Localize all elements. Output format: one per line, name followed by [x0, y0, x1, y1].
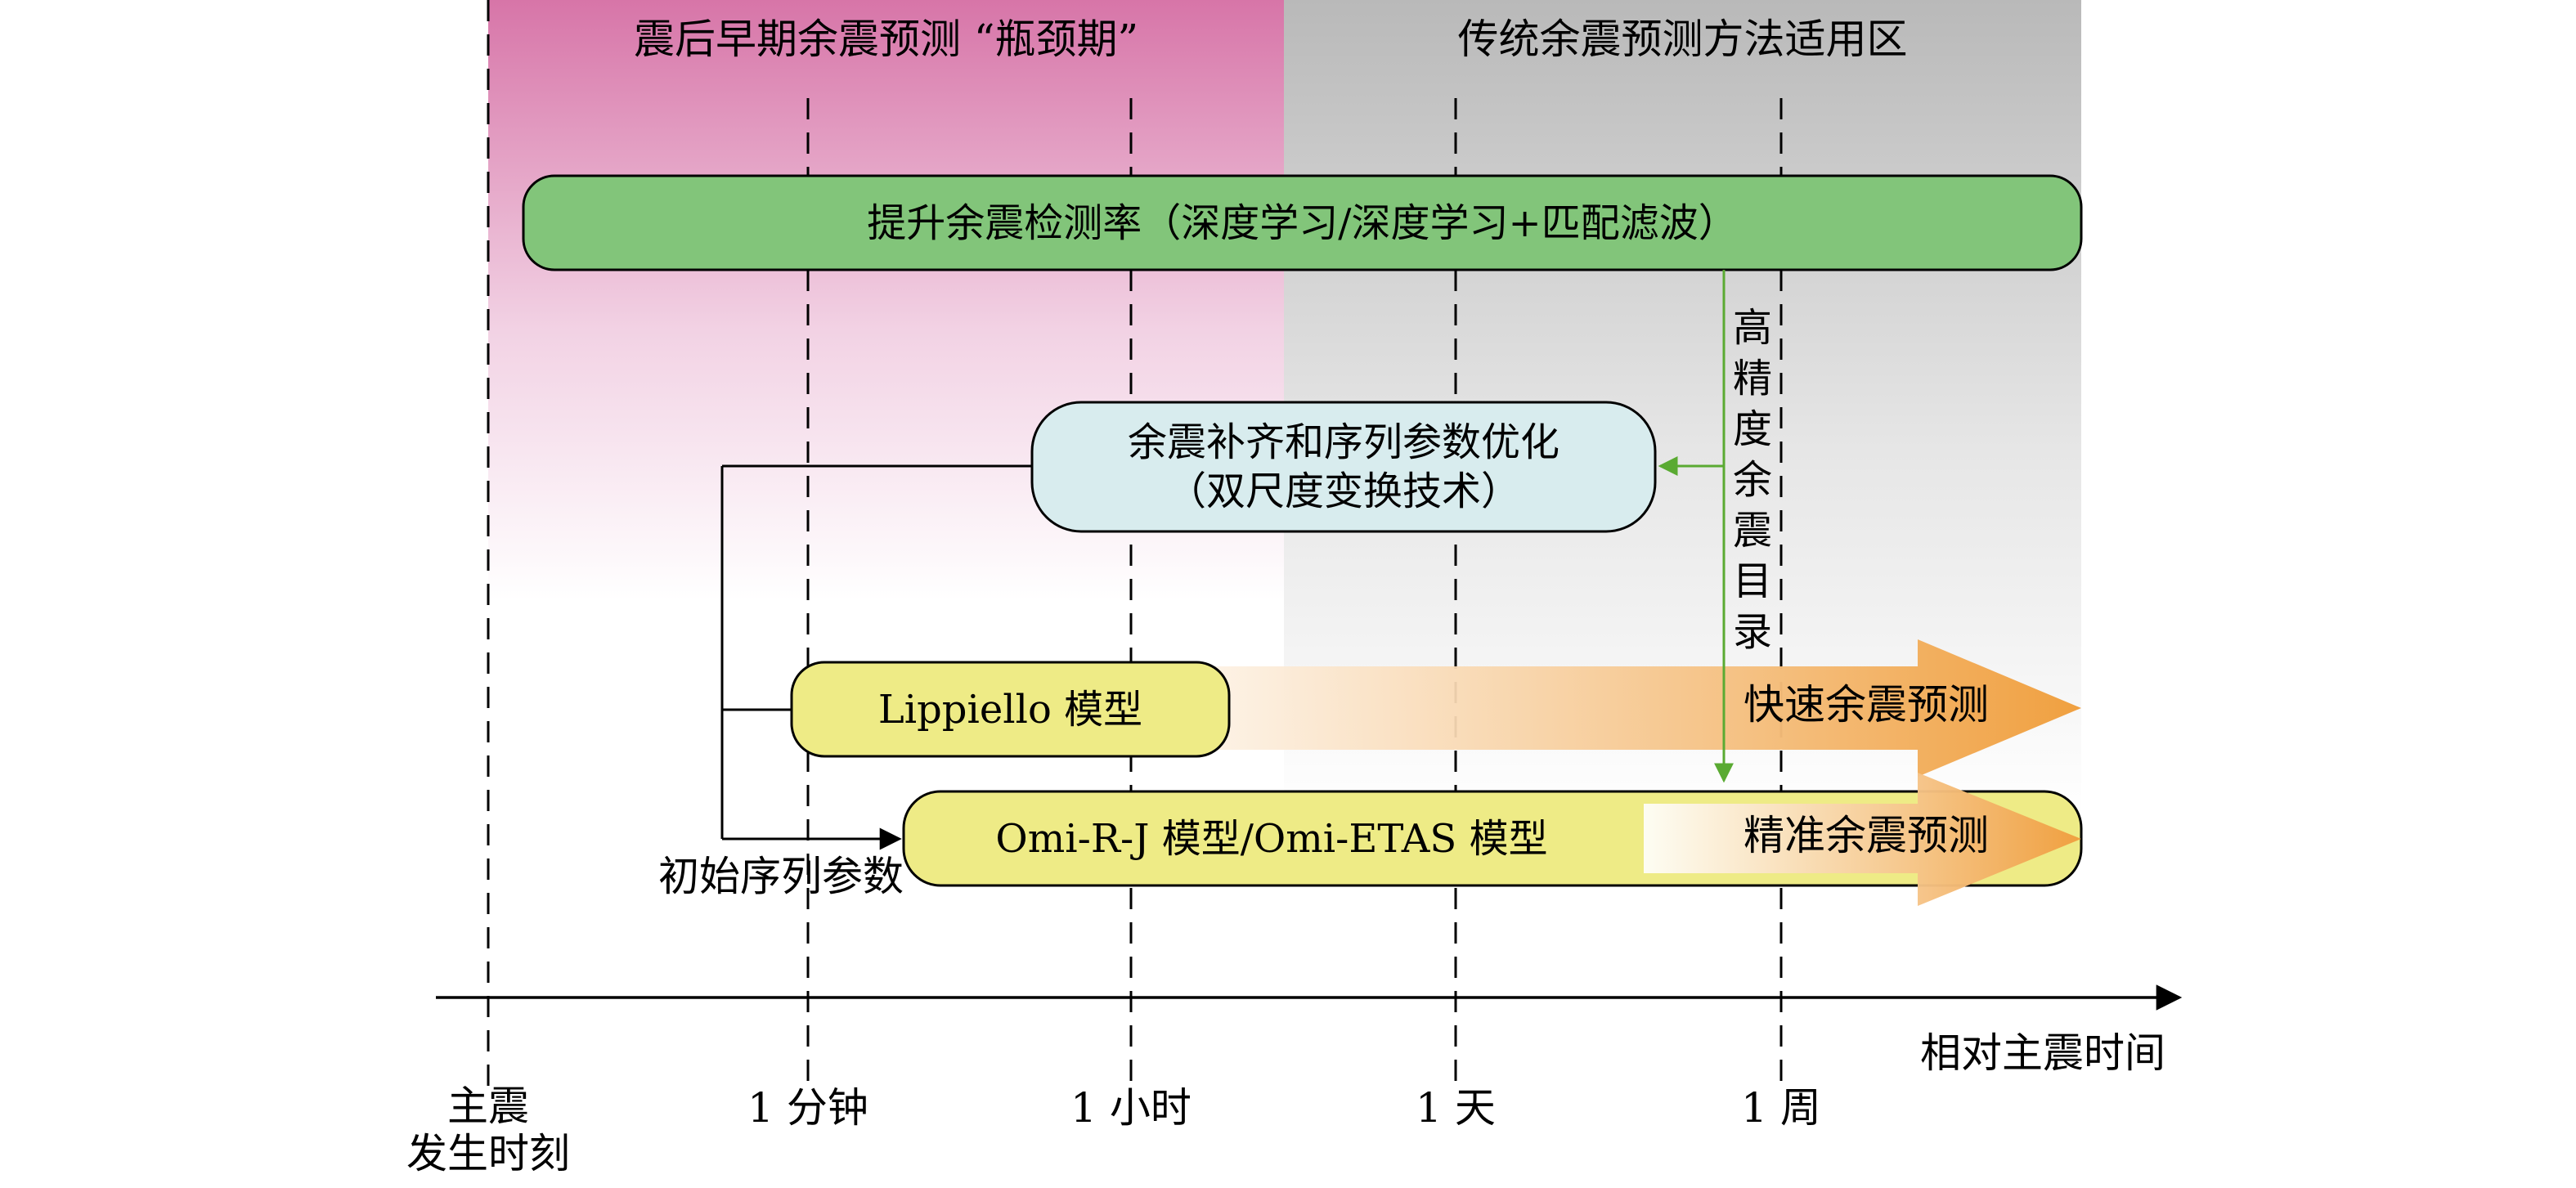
completion-line1: 余震补齐和序列参数优化 — [1127, 419, 1560, 465]
precise-forecast-label: 精准余震预测 — [1744, 812, 1989, 859]
tick-mainshock-line2: 发生时刻 — [406, 1129, 570, 1177]
tick-label-1day: 1 天 — [1416, 1084, 1496, 1132]
catalog-char: 度 — [1732, 406, 1772, 452]
tick-label-1hour: 1 小时 — [1070, 1084, 1192, 1132]
tick-label-mainshock: 主震 发生时刻 — [390, 1083, 586, 1177]
axis-title: 相对主震时间 — [1920, 1029, 2165, 1077]
catalog-char: 震 — [1732, 508, 1772, 554]
fast-forecast-label: 快速余震预测 — [1744, 681, 1989, 728]
traditional-region-title: 传统余震预测方法适用区 — [1457, 16, 1908, 63]
tick-label-1week: 1 周 — [1741, 1084, 1821, 1132]
catalog-char: 目 — [1732, 558, 1772, 604]
catalog-char: 余 — [1732, 457, 1772, 503]
high-precision-catalog-label: 高精度余震目录 — [1728, 303, 1777, 657]
catalog-char: 高 — [1732, 305, 1772, 351]
fast-forecast-arrow — [1063, 639, 2081, 777]
detection-box-label: 提升余震检测率（深度学习/深度学习+匹配滤波） — [867, 199, 1738, 246]
tick-mainshock-line1: 主震 — [447, 1083, 529, 1130]
completion-box-label: 余震补齐和序列参数优化 （双尺度变换技术） — [1032, 402, 1655, 531]
omi-box-label: Omi-R-J 模型/Omi-ETAS 模型 — [995, 815, 1548, 862]
catalog-char: 录 — [1732, 609, 1772, 655]
detection-box — [522, 174, 2083, 271]
tick-label-1min: 1 分钟 — [747, 1084, 868, 1132]
lippiello-box-label: Lippiello 模型 — [877, 686, 1143, 733]
completion-line2: （双尺度变换技术） — [1166, 468, 1520, 514]
early-region-title: 震后早期余震预测 “瓶颈期” — [633, 16, 1139, 63]
precise-forecast-arrow — [1644, 773, 2081, 906]
initial-params-label: 初始序列参数 — [658, 853, 904, 900]
catalog-char: 精 — [1732, 356, 1772, 401]
